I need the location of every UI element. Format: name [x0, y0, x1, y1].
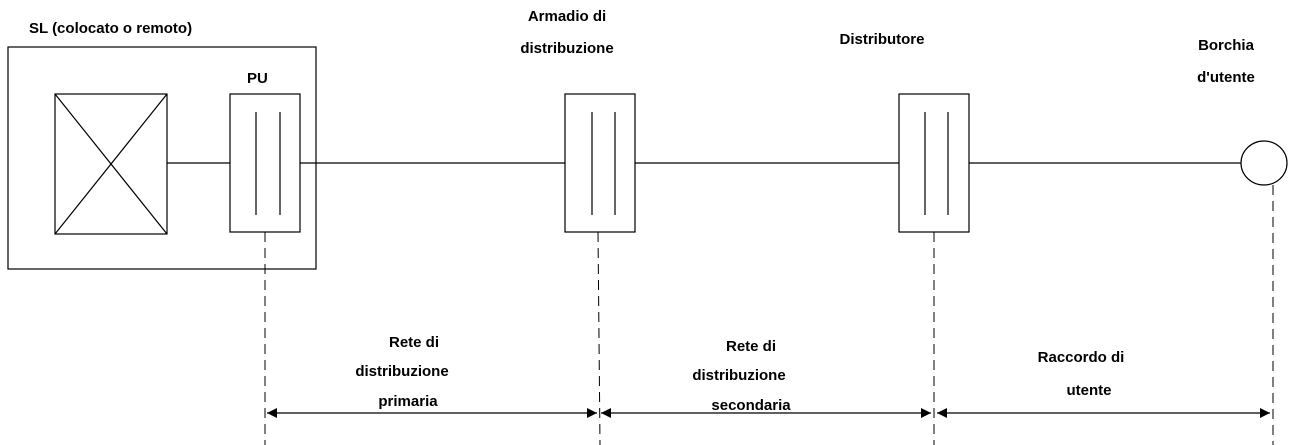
sl-label: SL (colocato o remoto): [29, 20, 192, 37]
distributore-label: Distributore: [839, 31, 924, 48]
borchia-label-line2: d'utente: [1197, 69, 1255, 86]
segment-user-line2: utente: [1067, 382, 1112, 399]
borchia-label-line1: Borchia: [1198, 37, 1255, 54]
segment-secondary-line3: secondaria: [711, 397, 791, 414]
pu-frame: [229, 93, 301, 233]
segment-user-line1: Raccordo di: [1038, 349, 1125, 366]
armadio-label-line2: distribuzione: [520, 40, 613, 57]
pu-label: PU: [247, 70, 268, 87]
segment-secondary-line1: Rete di: [726, 338, 776, 355]
distributore-frame: [898, 93, 970, 233]
sl-enclosure: [7, 46, 317, 270]
segment-primary-line1: Rete di: [389, 334, 439, 351]
segment-primary-line3: primaria: [378, 393, 438, 410]
exchange-crossed-box: [54, 93, 168, 235]
borchia-socket: [1240, 140, 1288, 186]
dashed-line-armadio: [597, 231, 601, 445]
armadio-frame: [564, 93, 636, 233]
segment-primary-line2: distribuzione: [355, 363, 448, 380]
armadio-label-line1: Armadio di: [528, 8, 606, 25]
segment-secondary-line2: distribuzione: [692, 367, 785, 384]
